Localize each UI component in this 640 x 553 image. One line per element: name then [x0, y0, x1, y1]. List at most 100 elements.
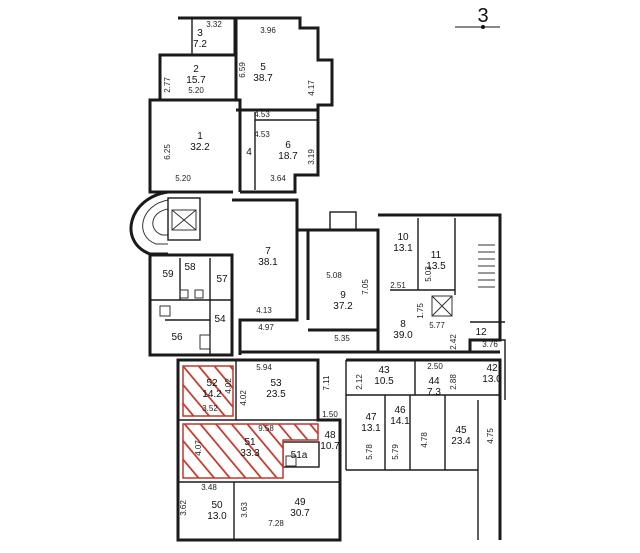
room-45-area: 23.4 [451, 436, 471, 447]
dim-label: 4.75 [486, 428, 495, 444]
dim-label: 2.12 [355, 374, 364, 390]
hatched-room-51 [182, 423, 319, 479]
room-52-area: 14.2 [202, 389, 222, 400]
room-8-number: 8 [400, 319, 406, 330]
room-44-area: 7.3 [427, 387, 441, 398]
room-57-number: 57 [216, 274, 228, 285]
walls [129, 16, 506, 542]
room-46-area: 14.1 [390, 416, 410, 427]
dim-label: 9.58 [258, 424, 274, 433]
dim-label: 5.03 [424, 266, 433, 282]
sheet-marker: 3 [455, 5, 500, 29]
room-5-number: 5 [260, 62, 266, 73]
room-10-area: 13.1 [393, 243, 413, 254]
dim-label: 3.32 [206, 20, 222, 29]
room-12-number: 12 [475, 327, 487, 338]
room-11-number: 11 [431, 250, 442, 261]
sheet-number: 3 [477, 5, 488, 27]
room-53-number: 53 [270, 378, 282, 389]
room-44-number: 44 [428, 376, 440, 387]
dim-label: 3.19 [307, 149, 316, 165]
dim-label: 1.50 [322, 410, 338, 419]
dim-label: 4.02 [224, 378, 233, 394]
room-56-number: 56 [171, 332, 183, 343]
room-49-number: 49 [294, 497, 306, 508]
dim-label: 2.88 [449, 374, 458, 390]
room-labels: 3 7.2 2 15.7 5 38.7 1 32.2 4 6 18.7 7 38… [162, 28, 502, 522]
room-46-number: 46 [394, 405, 406, 416]
dim-label: 3.64 [270, 174, 286, 183]
room-51-number: 51 [244, 437, 256, 448]
room-53-area: 23.5 [266, 389, 286, 400]
dim-label: 3.63 [240, 502, 249, 518]
room-47-area: 13.1 [361, 423, 381, 434]
dim-label: 7.05 [361, 279, 370, 295]
room-47-number: 47 [365, 412, 377, 423]
dim-label: 2.51 [390, 281, 406, 290]
dim-label: 4.17 [307, 80, 316, 96]
room-45-number: 45 [455, 425, 467, 436]
room-51a-number: 51a [291, 450, 308, 461]
room-54-number: 54 [214, 314, 226, 325]
dim-label: 1.75 [416, 303, 425, 319]
dim-label: 5.94 [256, 363, 272, 372]
dim-label: 6.59 [238, 62, 247, 78]
room-48-number: 48 [324, 430, 336, 441]
room-49-area: 30.7 [290, 508, 310, 519]
dim-label: 5.77 [429, 321, 445, 330]
room-6-area: 18.7 [278, 151, 298, 162]
dim-label: 5.35 [334, 334, 350, 343]
dim-label: 5.20 [188, 86, 204, 95]
dim-label: 3.96 [260, 26, 276, 35]
room-42-number: 42 [486, 363, 498, 374]
dim-label: 3.52 [202, 404, 218, 413]
dim-label: 3.76 [482, 340, 498, 349]
dimension-labels: 3.32 3.96 6.59 2.77 5.20 4.17 4.53 6.25 … [163, 20, 498, 528]
dim-label: 6.25 [163, 144, 172, 160]
room-50-number: 50 [211, 500, 223, 511]
room-59-number: 59 [162, 269, 174, 280]
dim-label: 4.78 [420, 432, 429, 448]
room-8-area: 39.0 [393, 330, 413, 341]
dim-label: 2.42 [449, 334, 458, 350]
dim-label: 5.78 [365, 444, 374, 460]
dim-label: 3.48 [201, 483, 217, 492]
dim-label: 5.08 [326, 271, 342, 280]
room-7-number: 7 [265, 246, 271, 257]
room-50-area: 13.0 [207, 511, 227, 522]
room-43-number: 43 [378, 365, 390, 376]
dim-label: 4.07 [194, 440, 203, 456]
room-48-area: 10.7 [320, 441, 340, 452]
room-7-area: 38.1 [258, 257, 278, 268]
dim-label: 3.62 [179, 500, 188, 516]
room-11-area: 13.5 [426, 261, 446, 272]
room-1-area: 32.2 [190, 142, 210, 153]
dim-label: 4.02 [239, 390, 248, 406]
room-58-number: 58 [184, 262, 196, 273]
room-10-number: 10 [397, 232, 409, 243]
dim-label: 2.50 [427, 362, 443, 371]
room-52-number: 52 [206, 378, 218, 389]
room-3-number: 3 [197, 28, 203, 39]
dim-label: 4.97 [258, 323, 274, 332]
room-42-area: 13.0 [482, 374, 502, 385]
dim-label: 4.53 [254, 130, 270, 139]
room-6-number: 6 [285, 140, 291, 151]
room-51-area: 33.3 [240, 448, 260, 459]
dim-label: 4.53 [254, 110, 270, 119]
room-5-area: 38.7 [253, 73, 273, 84]
room-4-number: 4 [246, 147, 252, 158]
hatched-room-52 [182, 365, 234, 417]
dim-label: 5.79 [391, 444, 400, 460]
room-9-number: 9 [340, 290, 346, 301]
room-9-area: 37.2 [333, 301, 353, 312]
room-1-number: 1 [197, 131, 203, 142]
room-43-area: 10.5 [374, 376, 394, 387]
room-3-area: 7.2 [193, 39, 207, 50]
dim-label: 7.28 [268, 519, 284, 528]
dim-label: 5.20 [175, 174, 191, 183]
dim-label: 2.77 [163, 77, 172, 93]
dim-label: 7.11 [322, 375, 331, 391]
dim-label: 4.13 [256, 306, 272, 315]
